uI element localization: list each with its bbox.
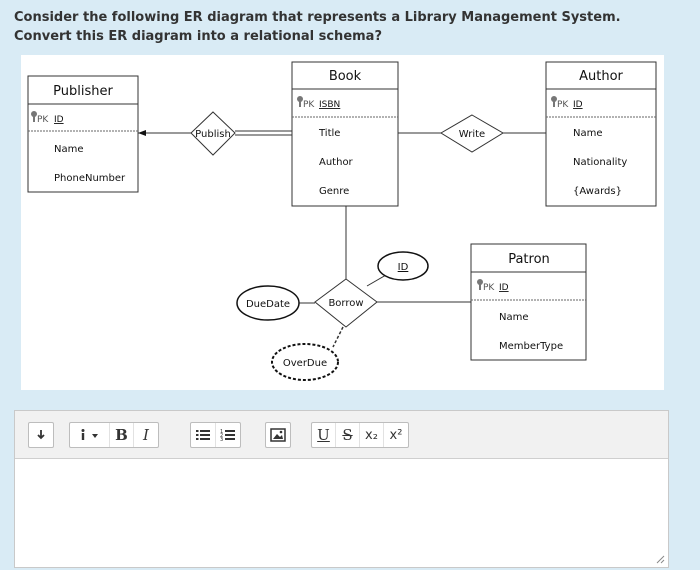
publish-label: Publish — [195, 129, 231, 140]
underline-button[interactable]: U — [312, 423, 336, 447]
relationship-write: Write — [440, 114, 504, 153]
italic-button[interactable]: I — [143, 426, 149, 444]
answer-editor: B I 1 2 3 — [14, 410, 669, 568]
entity-book: Book PK ISBN Title Author Genre — [291, 61, 399, 207]
book-pk-name: ISBN — [319, 100, 340, 110]
bold-button[interactable]: B — [110, 423, 134, 447]
author-attr-name: Name — [573, 128, 603, 139]
author-attr-nationality: Nationality — [573, 157, 627, 168]
subscript-button[interactable]: x₂ — [360, 423, 384, 447]
publisher-title: Publisher — [53, 84, 113, 99]
toolbar-group-text-style: U S x₂ x² — [311, 422, 409, 448]
bullet-list-icon — [196, 430, 210, 440]
paragraph-format-button[interactable] — [29, 423, 53, 447]
book-title: Book — [329, 69, 362, 84]
paragraph-format-icon — [37, 430, 45, 440]
question-line-2: Convert this ER diagram into a relationa… — [14, 29, 382, 44]
author-title: Author — [579, 69, 623, 84]
superscript-button[interactable]: x² — [389, 427, 403, 443]
borrow-label: Borrow — [328, 298, 363, 309]
patron-attr-membertype: MemberType — [499, 341, 563, 352]
publisher-pk-label: PK — [37, 115, 49, 125]
toolbar-group-media — [265, 422, 291, 448]
publisher-pk-name: ID — [54, 115, 64, 125]
patron-title: Patron — [508, 252, 550, 267]
entity-author: Author PK ID Name Nationality {Awards} — [545, 61, 657, 207]
insert-image-button[interactable] — [266, 423, 290, 447]
relationship-publish: Publish — [190, 111, 236, 156]
svg-text:3: 3 — [220, 437, 223, 442]
entity-patron: Patron PK ID Name MemberType — [470, 243, 587, 361]
book-pk-label: PK — [303, 100, 315, 110]
publisher-attr-phonenumber: PhoneNumber — [54, 173, 126, 184]
book-attr-genre: Genre — [319, 186, 349, 197]
duedate-label: DueDate — [246, 299, 290, 310]
author-attr-awards: {Awards} — [573, 186, 622, 197]
numbered-list-button[interactable]: 1 2 3 — [216, 423, 240, 447]
patron-pk-label: PK — [483, 283, 495, 293]
attribute-overdue: OverDue — [271, 343, 339, 381]
info-dropdown-button[interactable] — [70, 423, 110, 447]
answer-text-area[interactable] — [15, 459, 668, 567]
toolbar-group-paragraph — [28, 422, 54, 448]
svg-text:1: 1 — [220, 429, 223, 435]
attribute-duedate: DueDate — [236, 285, 300, 321]
relationship-borrow: Borrow — [314, 278, 378, 328]
book-attr-title: Title — [318, 128, 340, 139]
attribute-id: ID — [377, 251, 429, 281]
editor-toolbar: B I 1 2 3 — [15, 411, 668, 459]
strikethrough-button[interactable]: S — [336, 423, 360, 447]
author-pk-label: PK — [557, 100, 569, 110]
er-diagram: Publisher PK ID Name PhoneNumber Book PK… — [21, 55, 664, 390]
toolbar-group-format: B I — [69, 422, 159, 448]
write-label: Write — [459, 129, 485, 140]
info-dropdown-icon — [81, 429, 98, 440]
resize-handle-icon[interactable] — [655, 554, 665, 564]
bullet-list-button[interactable] — [191, 423, 216, 447]
numbered-list-icon: 1 2 3 — [220, 429, 235, 442]
image-icon — [270, 428, 286, 442]
question-line-1: Consider the following ER diagram that r… — [14, 10, 621, 25]
patron-pk-name: ID — [499, 283, 509, 293]
question-text: Consider the following ER diagram that r… — [14, 8, 684, 46]
book-attr-author: Author — [319, 157, 354, 168]
patron-attr-name: Name — [499, 312, 529, 323]
overdue-label: OverDue — [283, 358, 327, 369]
id-label: ID — [398, 262, 409, 273]
toolbar-group-lists: 1 2 3 — [190, 422, 241, 448]
entity-publisher: Publisher PK ID Name PhoneNumber — [27, 75, 139, 193]
publisher-attr-name: Name — [54, 144, 84, 155]
author-pk-name: ID — [573, 100, 583, 110]
svg-text:2: 2 — [220, 433, 223, 439]
